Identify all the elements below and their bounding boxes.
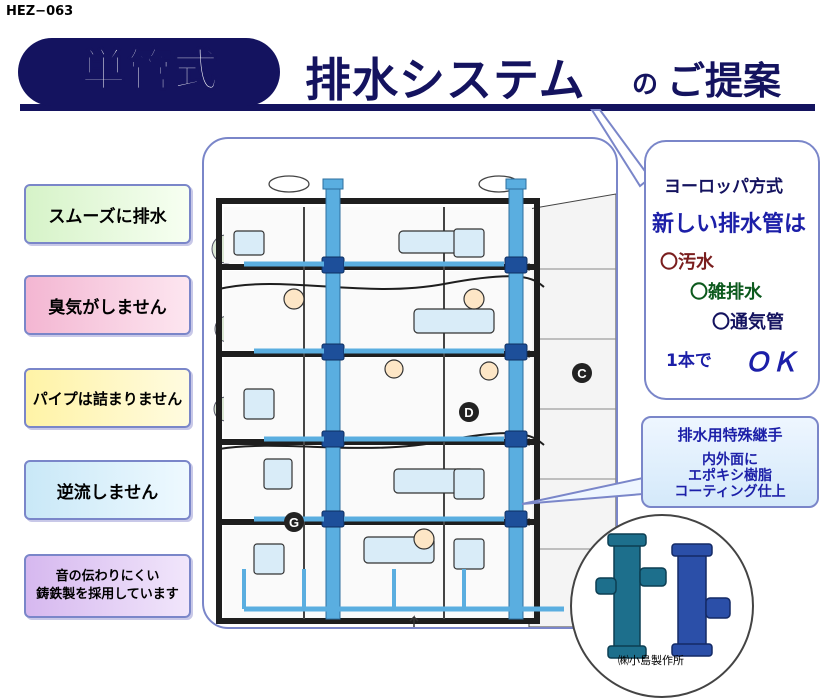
bubble-sewage: 〇汚水 (660, 252, 714, 273)
title-badge (18, 38, 280, 106)
feature-no-odor: 臭気がしません (24, 275, 191, 335)
title-badge-text: 単管式 (81, 44, 220, 97)
bubble-ok: ＯＫ (744, 348, 799, 378)
title-proposal: ご提案 (667, 59, 782, 103)
feature-cast-iron-line1: 音の伝わりにくい (55, 569, 160, 584)
people-figures (283, 288, 499, 550)
pipe-fitting-photo (570, 514, 754, 698)
marker-g-label: G (289, 515, 299, 530)
marker-d-label: D (464, 405, 473, 420)
special-joint-callout: 排水用特殊継手 内外面に エポキシ樹脂 コーティング仕上 (641, 416, 819, 508)
feature-cast-iron: 音の伝わりにくい 鋳鉄製を採用しています (24, 554, 191, 618)
manufacturer-name: ㈱小島製作所 (618, 654, 684, 667)
title-underline (20, 104, 815, 111)
joint-title: 排水用特殊継手 (677, 426, 783, 444)
system-speech-bubble: ヨーロッパ方式 新しい排水管は 〇汚水 〇雑排水 〇通気管 1本で ＯＫ (644, 140, 820, 400)
building-illustration: C D G (202, 137, 618, 629)
feature-no-clog: パイプは詰まりません (24, 368, 191, 428)
feature-cast-iron-line2: 鋳鉄製を採用しています (36, 587, 179, 602)
page-title: 排水システム (305, 53, 586, 107)
joint-pointer (521, 476, 644, 505)
cloud-icons (268, 175, 520, 193)
feature-smooth-drainage: スムーズに排水 (24, 184, 191, 244)
joint-desc-line2: エポキシ樹脂 (688, 468, 772, 484)
marker-d: D (459, 402, 479, 422)
joint-desc-line3: コーティング仕上 (674, 484, 786, 500)
joint-desc-line1: 内外面に (702, 452, 758, 468)
feature-no-backflow: 逆流しません (24, 460, 191, 520)
bubble-new-drain-pipe: 新しい排水管は (652, 212, 807, 237)
document-code: HEZ−063 (6, 4, 74, 19)
title-particle: の (632, 70, 659, 100)
joint-description: 内外面に エポキシ樹脂 コーティング仕上 (643, 452, 817, 500)
building-cutaway-drawing: C D G (211, 175, 616, 627)
bubble-gray-water: 〇雑排水 (690, 282, 762, 303)
pipe-fitting-icons (595, 533, 731, 659)
bubble-european-method: ヨーロッパ方式 (664, 177, 783, 197)
marker-c-label: C (577, 366, 587, 381)
marker-c: C (572, 363, 592, 383)
marker-g: G (284, 512, 304, 532)
bubble-one-pipe: 1本で (666, 351, 712, 371)
bubble-vent-pipe: 〇通気管 (712, 312, 784, 333)
